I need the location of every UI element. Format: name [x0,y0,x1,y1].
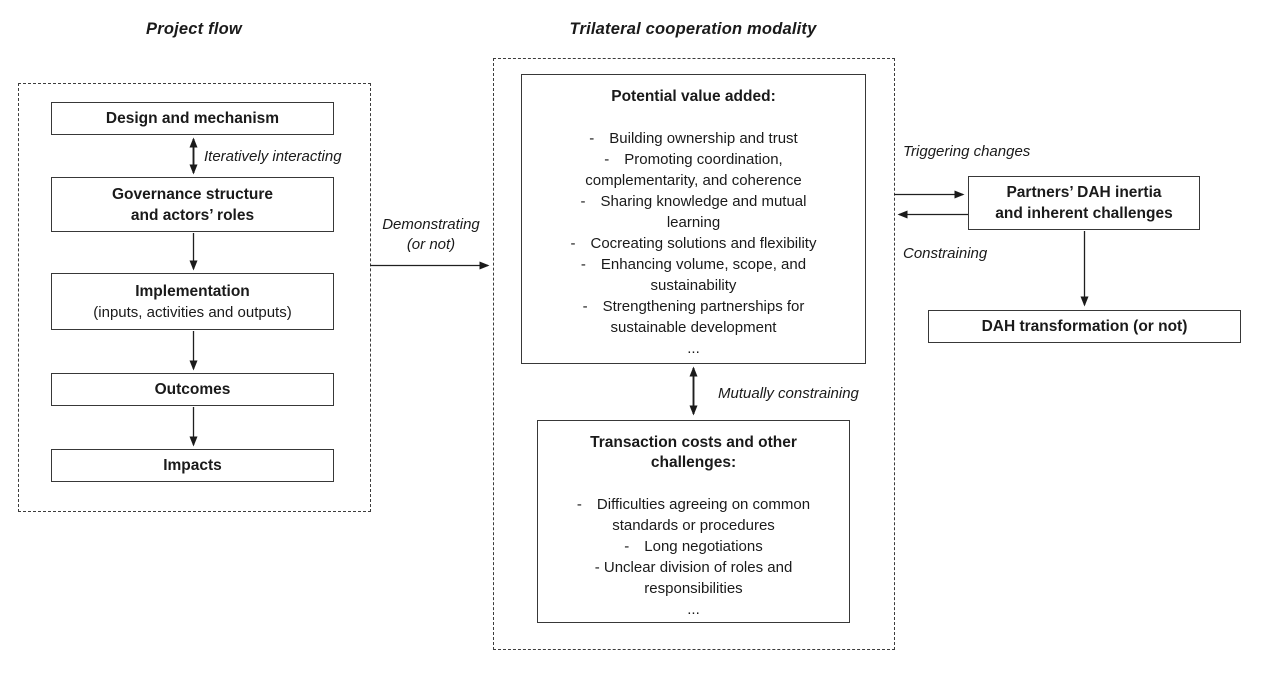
partners-label-line2: and inherent challenges [995,205,1173,222]
triggering-changes-label: Triggering changes [903,143,1031,160]
impacts-label: Impacts [163,457,222,474]
project-flow-dashed-region [18,83,371,512]
outcomes-box: Outcomes [51,373,334,406]
constraining-label: Constraining [903,245,988,262]
potential-value-heading: Potential value added: [611,88,776,105]
outcomes-label: Outcomes [154,381,231,398]
potential-value-box: Potential value added: - Building owners… [521,74,866,364]
trilateral-modality-title: Trilateral cooperation modality [569,20,817,38]
list-item: ... [687,340,700,357]
transaction-costs-box: Transaction costs and other challenges: … [537,420,850,623]
list-item: - Unclear division of roles and [594,559,793,576]
governance-label-line2: and actors’ roles [130,206,255,224]
dah-transformation-label: DAH transformation (or not) [981,318,1188,335]
implementation-label-line2: (inputs, activities and outputs) [93,303,292,321]
transaction-heading-line2: challenges: [650,454,737,471]
demonstrating-label-line1: Demonstrating [382,216,480,233]
demonstrating-label-line2: (or not) [406,236,456,253]
transaction-heading-line1: Transaction costs and other [590,434,797,451]
governance-box: Governance structure and actors’ roles [51,177,334,232]
list-item: - Strengthening partnerships for [582,298,805,315]
mutually-constraining-label: Mutually constraining [718,385,859,402]
iteratively-interacting-label: Iteratively interacting [204,148,342,165]
list-item: - Difficulties agreeing on common [576,496,811,513]
transaction-list: - Difficulties agreeing on common standar… [538,494,849,620]
list-item: sustainable development [610,319,777,336]
implementation-label-line1: Implementation [135,282,250,300]
list-item: - Enhancing volume, scope, and [580,256,807,273]
potential-value-list: - Building ownership and trust - Promotin… [522,128,865,359]
partners-inertia-box: Partners’ DAH inertia and inherent chall… [968,176,1200,230]
list-item: responsibilities [644,580,743,597]
list-item: - Long negotiations [624,538,763,555]
partners-label-line1: Partners’ DAH inertia [1006,184,1162,201]
dah-transformation-box: DAH transformation (or not) [928,310,1241,343]
impacts-box: Impacts [51,449,334,482]
design-mechanism-box: Design and mechanism [51,102,334,135]
list-item: - Promoting coordination, [604,151,783,168]
list-item: sustainability [650,277,737,294]
list-item: standards or procedures [612,517,775,534]
demonstrating-label: Demonstrating (or not) [368,215,494,255]
list-item: - Cocreating solutions and flexibility [570,235,817,252]
list-item: - Sharing knowledge and mutual [580,193,807,210]
list-item: learning [666,214,721,231]
implementation-box: Implementation (inputs, activities and o… [51,273,334,330]
list-item: - Building ownership and trust [589,130,798,147]
trilateral-dashed-region [493,58,895,650]
design-mechanism-label: Design and mechanism [105,110,280,127]
list-item: ... [687,601,700,618]
list-item: complementarity, and coherence [585,172,802,189]
project-flow-title: Project flow [146,20,242,38]
governance-label-line1: Governance structure [111,185,274,203]
